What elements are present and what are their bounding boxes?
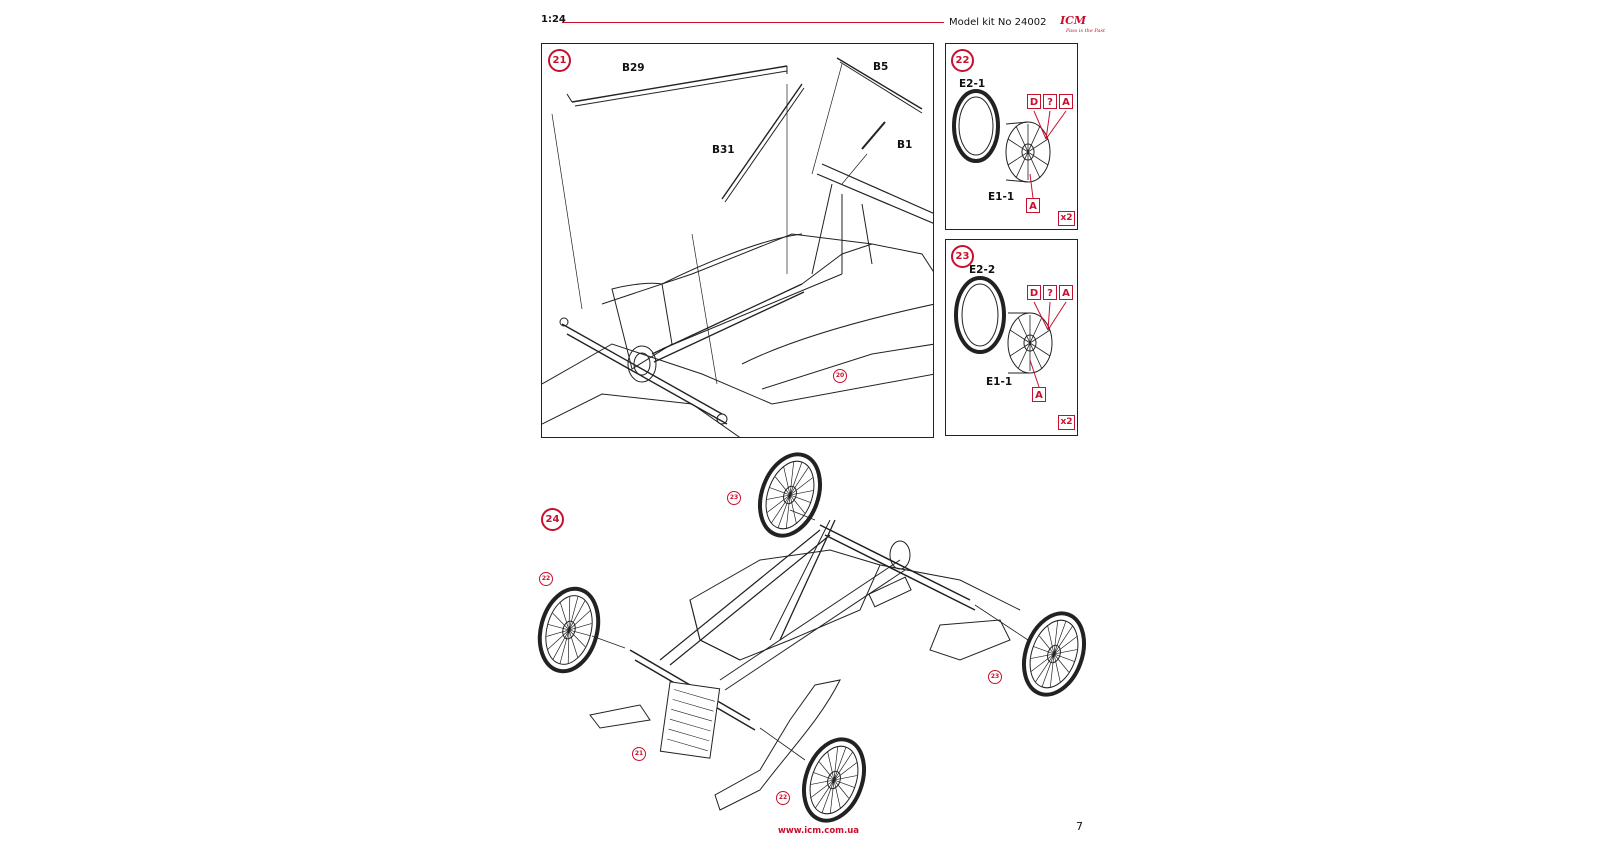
tag-d: D [1027,94,1041,109]
step-24-ref-22-bottom: 22 [776,791,790,805]
part-label-e1-1: E1-1 [988,191,1015,203]
wheel-right [1011,602,1097,706]
step-24-ref-21: 21 [632,747,646,761]
tag-a-b: A [1059,285,1073,300]
icm-logo: ICM Pass is the Past [1058,14,1114,38]
chassis-rear-drawing [542,57,933,437]
part-label-e2-2: E2-2 [969,264,996,276]
quantity-badge: x2 [1058,211,1075,226]
step-24-ref-23-right: 23 [988,670,1002,684]
wheel-top [747,443,833,547]
step-21-panel: 21 B29 B5 B31 B1 20 [541,43,934,438]
step-24-ref-22-left: 22 [539,572,553,586]
logo-tagline: Pass is the Past [1066,28,1106,34]
step-21-number: 21 [548,49,571,72]
part-label-b29: B29 [622,62,645,74]
wheel-bottom [791,728,877,832]
page-number: 7 [1076,820,1083,833]
wheel-assembly-drawing [952,89,1067,199]
part-label-e1-1-b: E1-1 [986,376,1013,388]
tag-a-lower-b: A [1032,387,1046,402]
tag-question: ? [1043,94,1057,109]
tag-question-b: ? [1043,285,1057,300]
wheel-assembly-drawing-b [954,276,1067,388]
tag-d-b: D [1027,285,1041,300]
model-kit-label: Model kit No 24002 [949,17,1047,28]
scale-label: 1:24 [541,14,566,25]
step-24-ref-23-top: 23 [727,491,741,505]
logo-text: ICM [1060,14,1087,27]
header-rule [562,22,944,24]
part-label-e2-1: E2-1 [959,78,986,90]
tag-a-lower: A [1026,198,1040,213]
step-21-ref-20: 20 [833,369,847,383]
part-label-b5: B5 [873,61,889,73]
tag-a: A [1059,94,1073,109]
step-24-number: 24 [541,508,564,531]
step-22-panel: 22 E2-1 E1-1 D ? A A x2 [945,43,1078,230]
quantity-badge-b: x2 [1058,415,1075,430]
wheel-left [529,580,609,680]
step-23-panel: 23 E2-2 E1-1 D ? A A x2 [945,239,1078,436]
part-label-b1: B1 [897,139,913,151]
footer-url[interactable]: www.icm.com.ua [778,826,860,836]
step-23-number: 23 [951,245,974,268]
part-label-b31: B31 [712,144,735,156]
step-22-number: 22 [951,49,974,72]
